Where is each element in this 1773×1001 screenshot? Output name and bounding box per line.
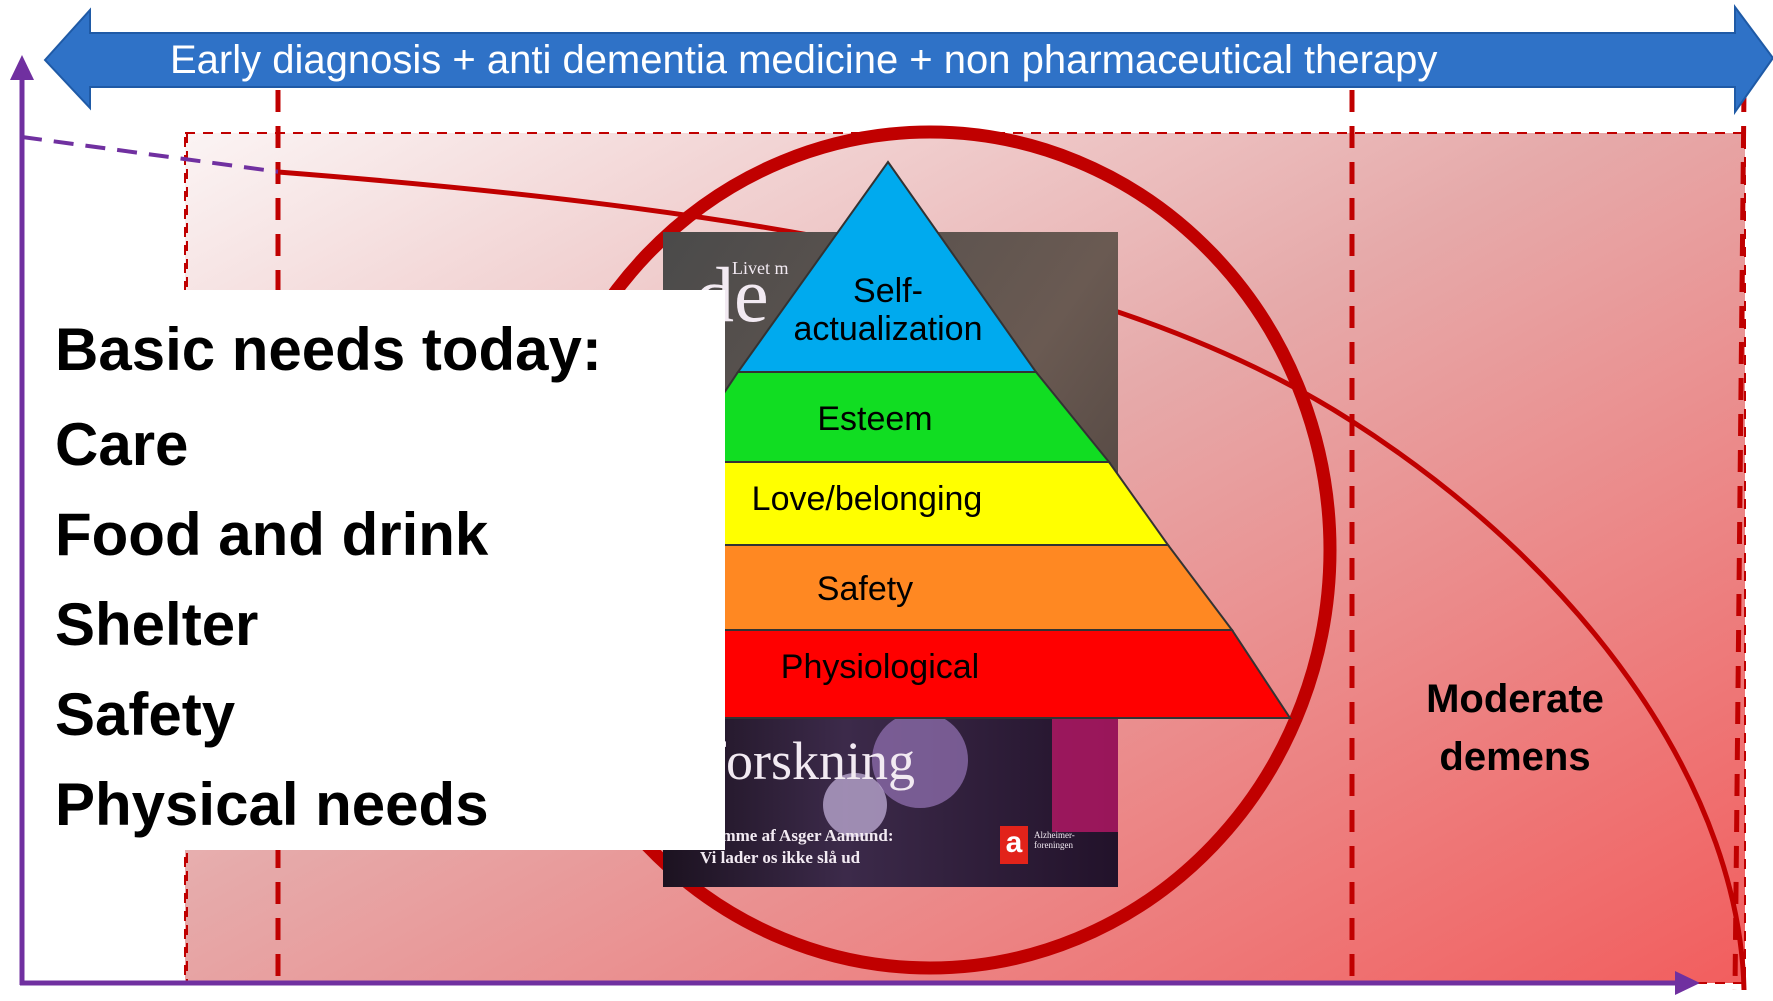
book-subtitle-fragment: Livet m [732, 258, 789, 278]
y-axis-arrowhead [10, 55, 34, 80]
pyramid-label-esteem: Esteem [817, 400, 933, 438]
purple-dashed-decline [21, 135, 281, 174]
pyramid-label-self-actualization: Self- actualization [793, 272, 983, 348]
book-heading: forskning [708, 731, 915, 791]
book-caption-1: umme af Asger Aamund: [712, 826, 894, 845]
book-flower-decoration-2 [823, 773, 887, 837]
basic-need-item: Care [55, 411, 189, 478]
book-stripe-pink [1052, 712, 1118, 832]
basic-needs-title: Basic needs today: [55, 316, 602, 383]
publisher-text: Alzheimer-foreningen [1034, 830, 1075, 850]
basic-need-item: Shelter [55, 591, 259, 658]
pyramid-label-love-belonging: Love/belonging [751, 480, 983, 518]
moderate-dementia-label: Moderate demens [1426, 677, 1604, 779]
pyramid-label-physiological: Physiological [780, 648, 980, 686]
basic-needs-list: Care Food and drink Shelter Safety Physi… [55, 400, 489, 850]
basic-needs-panel [45, 290, 725, 850]
basic-need-item: Safety [55, 681, 236, 748]
x-axis-arrowhead [1675, 971, 1700, 995]
basic-need-item: Food and drink [55, 501, 489, 568]
publisher-logo: a [1000, 826, 1028, 864]
basic-need-item: Physical needs [55, 771, 489, 838]
treatment-banner-arrow [43, 3, 1773, 116]
book-caption-2: Vi lader os ikke slå ud [700, 848, 861, 867]
pyramid-label-safety: Safety [816, 570, 914, 608]
book-flower-decoration [872, 712, 968, 808]
stage-divider-end [1732, 89, 1747, 991]
treatment-banner-text: Early diagnosis + anti dementia medicine… [170, 38, 1438, 82]
